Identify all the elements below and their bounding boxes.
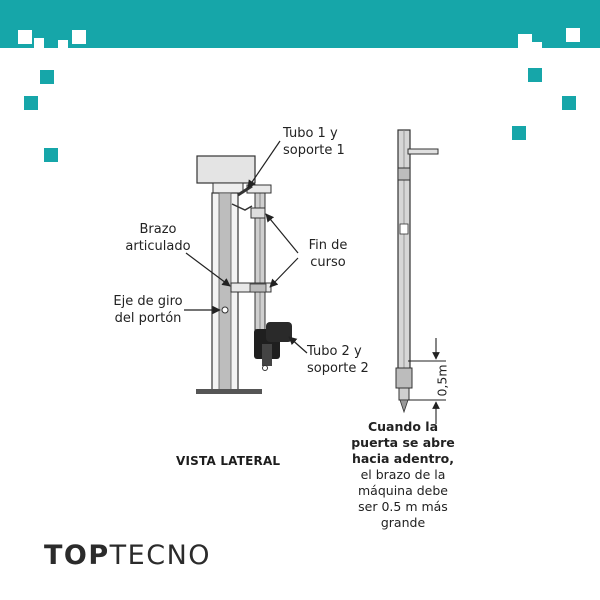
caption-vista-lateral: VISTA LATERAL <box>176 454 281 468</box>
dimension-marker <box>408 338 446 424</box>
motor-shaft <box>262 344 272 366</box>
side-view-drawing <box>196 155 292 394</box>
decor-pixel <box>532 42 542 48</box>
header-band <box>0 0 600 48</box>
side-view-leaders <box>184 140 308 354</box>
decor-pixel <box>512 126 526 140</box>
motor-head <box>266 322 292 342</box>
decor-pixel <box>566 28 580 42</box>
post-inner <box>218 192 232 391</box>
label-brazo: Brazo articulado <box>125 222 191 254</box>
decor-pixel <box>72 30 86 44</box>
label-fin-de-curso: Fin de curso <box>308 238 348 270</box>
brand-logo: TOPTECNO <box>44 540 212 571</box>
dimension-label: 0,5m <box>434 364 450 397</box>
front-top-bracket <box>407 148 439 155</box>
label-tubo-1: Tubo 1 y soporte 1 <box>283 126 345 158</box>
label-tubo-2: Tubo 2 y soporte 2 <box>307 344 369 376</box>
post-base <box>196 389 262 394</box>
limit-stop-top <box>250 207 266 219</box>
decor-pixel <box>518 34 532 48</box>
label-eje-de-giro: Eje de giro del portón <box>113 294 183 326</box>
decor-pixel <box>18 30 32 44</box>
limit-stop-bottom <box>249 283 267 293</box>
top-beam <box>196 155 256 184</box>
decor-pixel <box>24 96 38 110</box>
decor-pixel <box>58 40 68 48</box>
bracket <box>212 182 244 194</box>
decor-pixel <box>528 68 542 82</box>
decor-pixel <box>44 148 58 162</box>
front-view-drawing <box>395 129 439 414</box>
decor-pixel <box>40 70 54 84</box>
pivot-point <box>221 306 229 314</box>
decor-pixel <box>562 96 576 110</box>
decor-pixel <box>34 38 44 48</box>
front-view-note: Cuando la puerta se abre hacia adentro, … <box>351 419 455 530</box>
front-bottom-block <box>395 367 413 389</box>
